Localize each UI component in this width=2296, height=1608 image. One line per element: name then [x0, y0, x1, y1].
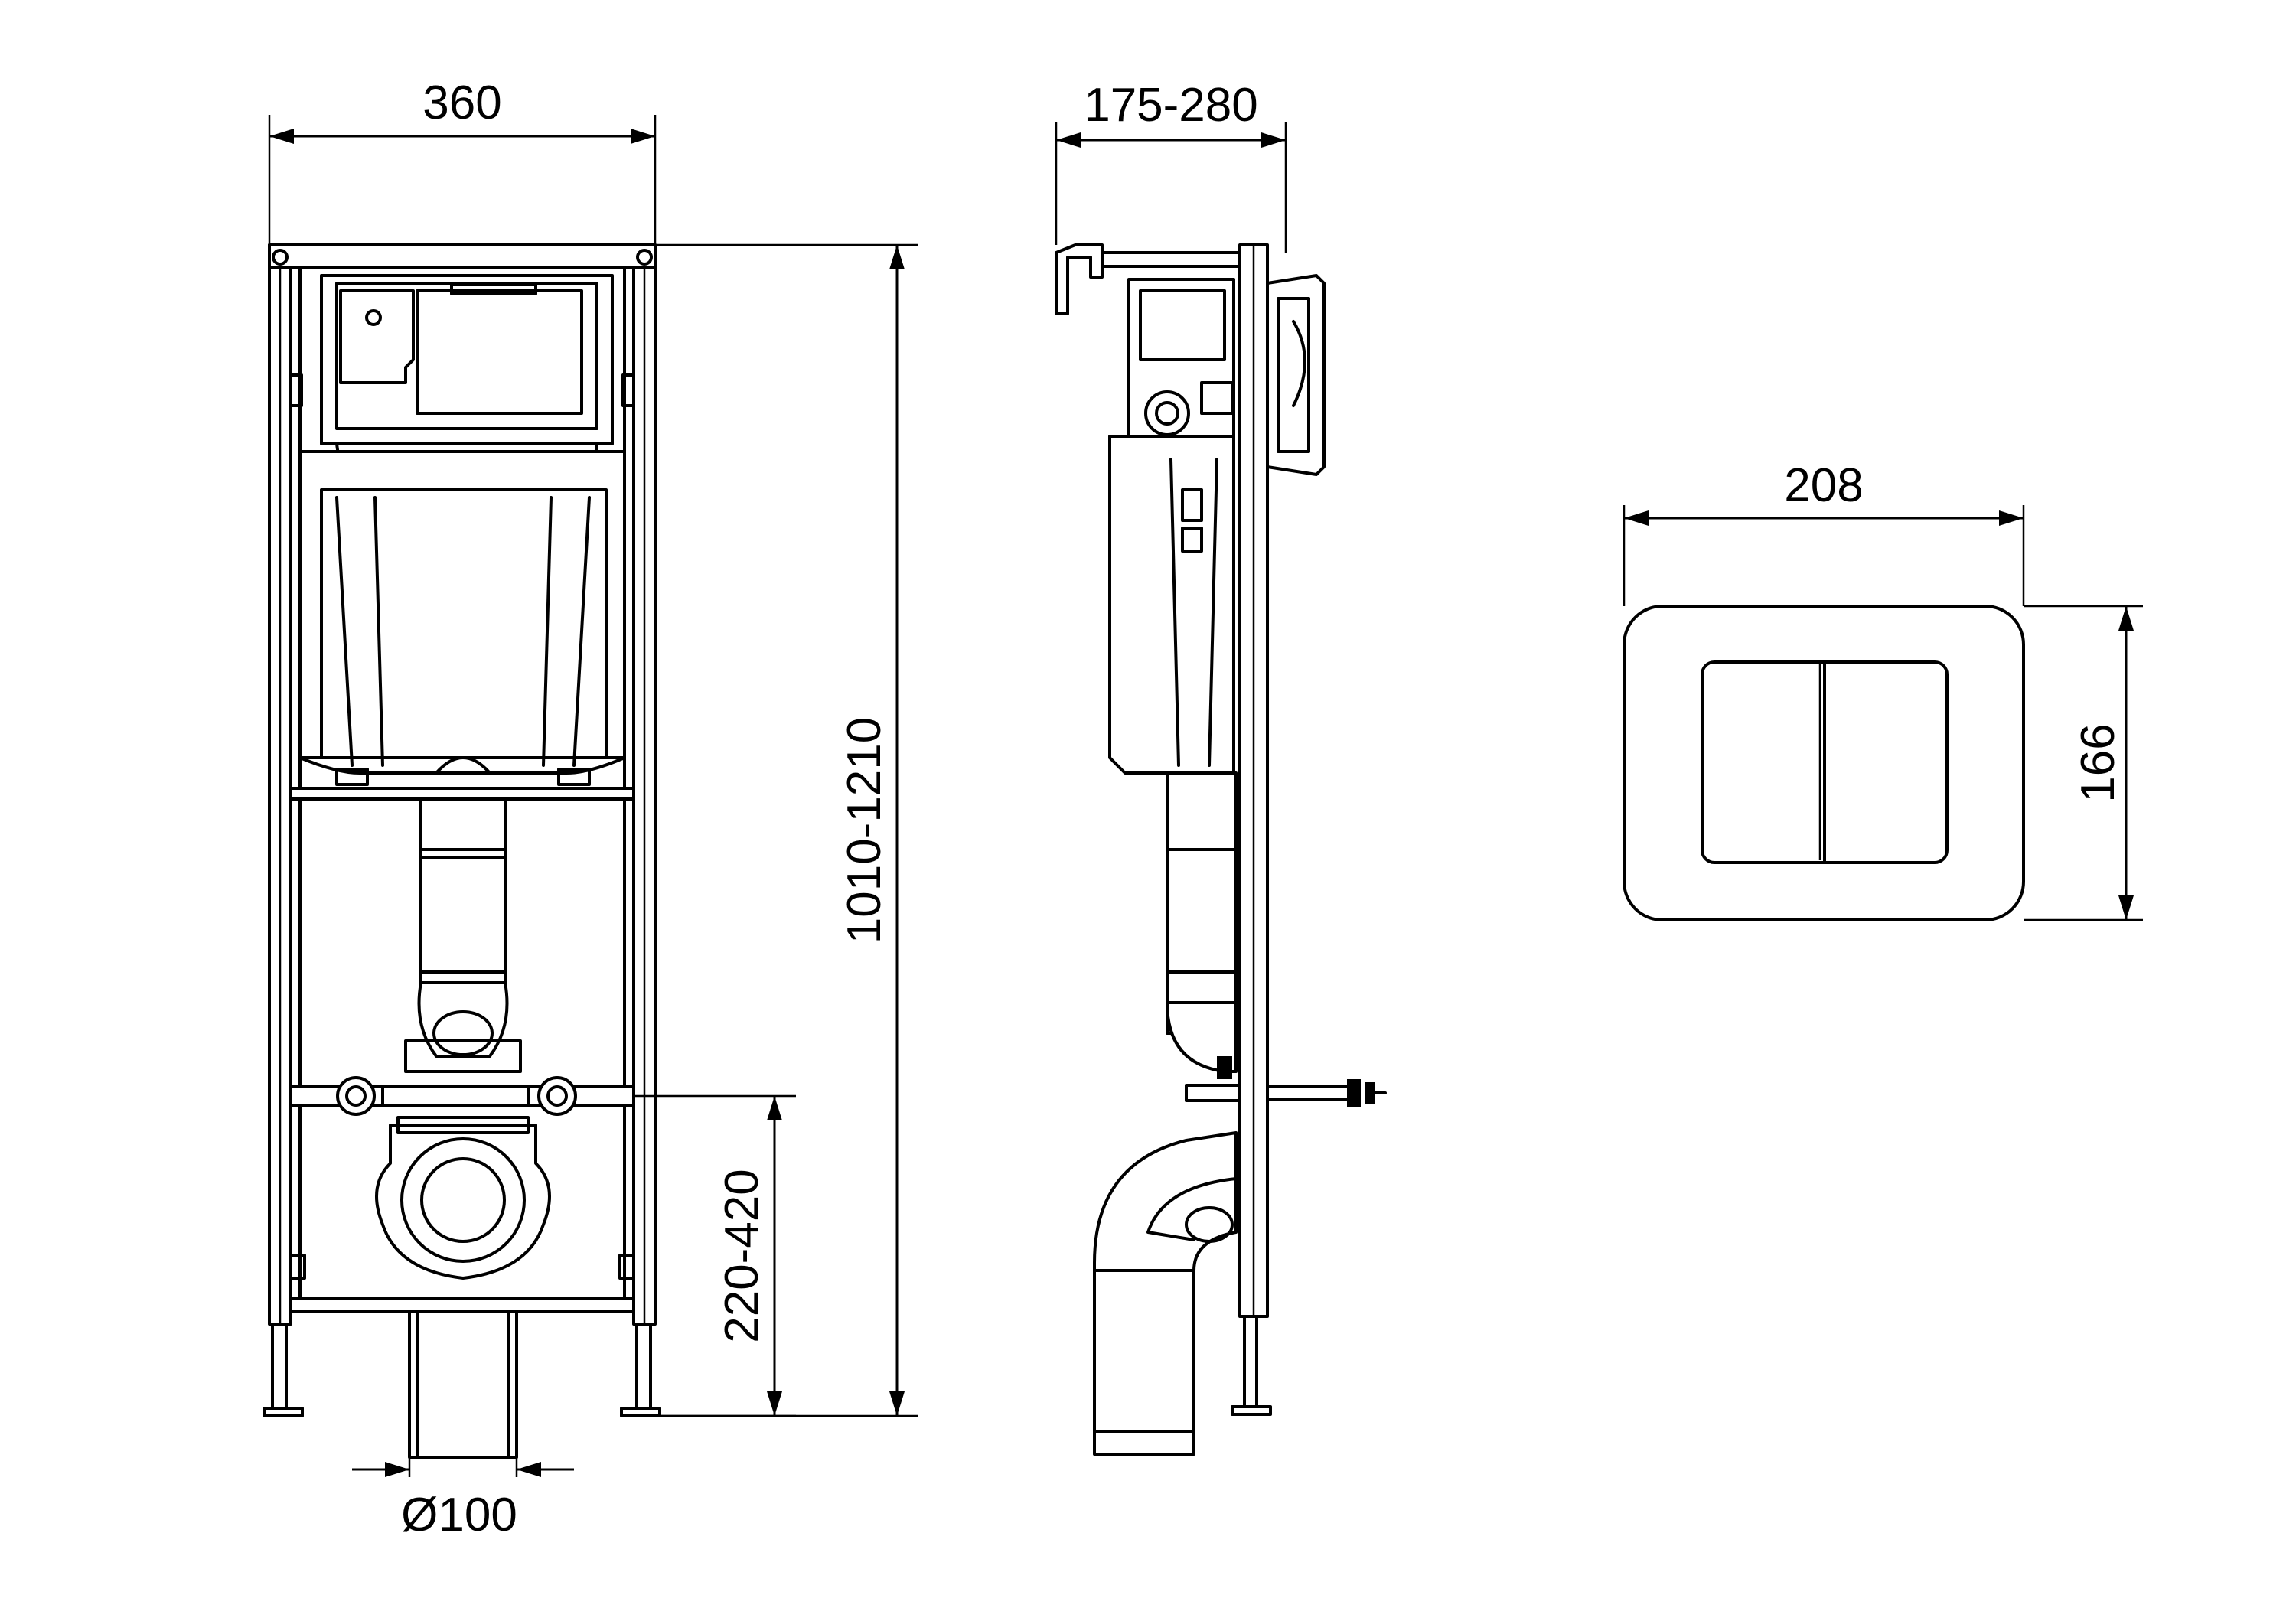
label-front-width: 360 [422, 77, 501, 129]
flush-plate [1623, 605, 2025, 921]
dimension-depth: 175-280 [1055, 79, 1287, 253]
dimension-plate-width: 208 [1623, 459, 2025, 606]
dimension-front-width: 360 [268, 77, 657, 245]
side-view [1055, 243, 1387, 1456]
label-height: 1010-1210 [838, 717, 891, 944]
label-depth: 175-280 [1084, 79, 1258, 132]
label-plate-width: 208 [1784, 459, 1863, 512]
dimension-outlet-diameter: Ø100 [352, 1457, 574, 1541]
front-view: wirquin [263, 243, 661, 1459]
label-outlet-diameter: Ø100 [401, 1489, 517, 1541]
dimension-height: 1010-1210 [655, 243, 918, 1417]
label-plate-height: 166 [2072, 723, 2125, 802]
dimension-plate-height: 166 [2024, 605, 2143, 921]
label-outlet-height: 220-420 [716, 1169, 768, 1343]
dimension-outlet-height: 220-420 [634, 1094, 796, 1417]
